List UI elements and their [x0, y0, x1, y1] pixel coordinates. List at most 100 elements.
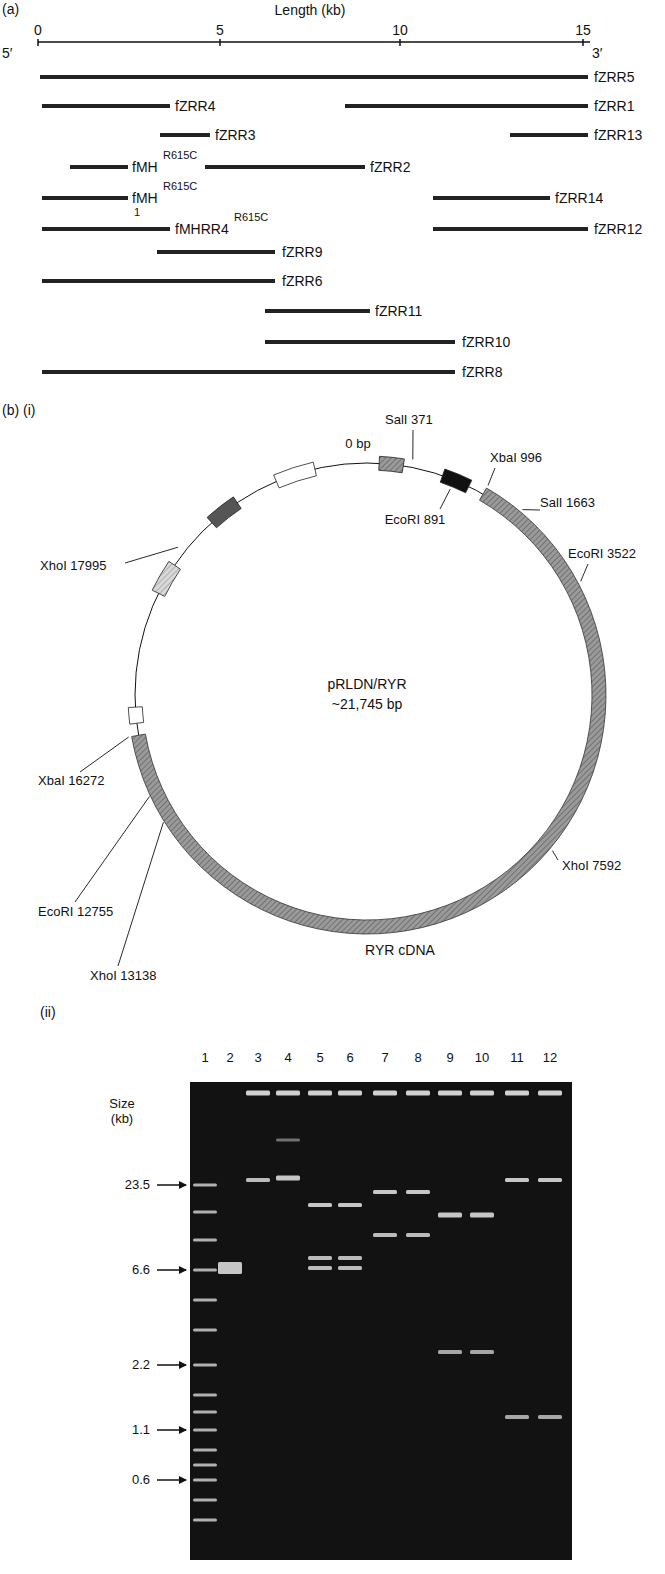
gel-band: [438, 1350, 462, 1354]
gel-band: [308, 1203, 332, 1207]
clone-bar: [40, 75, 588, 79]
figure-label: SalI 1663: [540, 496, 595, 511]
clone-bar: [42, 104, 170, 108]
clone-bar: [205, 165, 365, 169]
gel-band: [246, 1091, 270, 1096]
gel-band: [338, 1203, 362, 1207]
gel-image: [157, 1082, 572, 1560]
clone-bar: [265, 340, 455, 344]
axis-tick: [582, 39, 584, 46]
gel-band: [505, 1415, 529, 1419]
figure-label: RYR cDNA: [365, 942, 435, 958]
figure-label: 4: [284, 1051, 291, 1066]
size-arrow: [157, 1364, 186, 1366]
gel-band: [308, 1266, 332, 1270]
site-leader: [125, 547, 178, 563]
site-leader: [75, 796, 149, 902]
vector-element: [440, 469, 472, 493]
figure-label: R615C: [163, 149, 197, 162]
figure-label: fMHRR4: [175, 221, 229, 237]
figure-label: 7: [381, 1051, 388, 1066]
ryr-cdna-insert: [132, 488, 606, 934]
clone-bar: [157, 250, 275, 254]
clone-bar: [42, 279, 275, 283]
figure-label: fZRR1: [594, 98, 634, 114]
axis-tick: [219, 39, 221, 46]
gel-band: [470, 1091, 494, 1096]
clone-map: [38, 39, 590, 372]
figure-label: EcoRI 891: [385, 513, 446, 528]
figure-label: 6: [346, 1051, 353, 1066]
figure-label: 9: [446, 1051, 453, 1066]
gel-band: [246, 1178, 270, 1182]
figure-label: fMH: [132, 159, 158, 175]
clone-bar: [42, 196, 128, 200]
figure-label: 11: [510, 1051, 524, 1066]
figure-label: 3: [254, 1051, 261, 1066]
clone-bar: [42, 227, 170, 231]
gel-band: [438, 1091, 462, 1096]
figure-label: 3′: [592, 45, 602, 61]
figure-label: pRLDN/RYR: [327, 676, 406, 692]
clone-bar: [345, 104, 588, 108]
gel-band: [438, 1213, 462, 1218]
figure-label: fZRR10: [462, 334, 510, 350]
figure-label: fZRR12: [594, 221, 642, 237]
gel-band: [538, 1091, 562, 1096]
gel-band: [193, 1184, 217, 1187]
gel-band: [406, 1091, 430, 1096]
gel-band: [338, 1091, 362, 1096]
vector-element: [379, 456, 405, 472]
figure-label: XhoI 17995: [40, 559, 107, 574]
site-leader: [581, 564, 588, 581]
size-arrow: [157, 1479, 186, 1481]
figure-label: 15: [575, 22, 591, 38]
figure-label: EcoRI 3522: [568, 547, 636, 562]
figure-label: fZRR9: [282, 244, 322, 260]
clone-bar: [42, 370, 455, 374]
length-axis: [38, 41, 590, 43]
figure-label: 0 bp: [345, 437, 370, 452]
gel-band: [193, 1499, 217, 1502]
gel-band: [193, 1411, 217, 1414]
site-leader: [118, 822, 163, 966]
site-leader: [488, 468, 495, 485]
figure-label: 0.6: [132, 1473, 150, 1488]
clone-bar: [160, 133, 210, 137]
figure-label: XbaI 996: [490, 451, 542, 466]
figure-label: Size (kb): [100, 1097, 144, 1127]
figure-label: 8: [414, 1051, 421, 1066]
figure-label: 2.2: [132, 1358, 150, 1373]
figure-label: fZRR14: [555, 190, 603, 206]
gel-band: [193, 1464, 217, 1467]
figure-label: ~21,745 bp: [332, 696, 402, 712]
clone-bar: [433, 227, 588, 231]
site-leader: [523, 509, 540, 510]
gel: [190, 1082, 572, 1560]
axis-tick: [399, 39, 401, 46]
figure-label: fZRR5: [594, 69, 634, 85]
gel-band: [373, 1233, 397, 1237]
figure-label: (a): [2, 1, 19, 17]
figure-label: Length (kb): [275, 2, 346, 18]
figure-label: fMH: [132, 190, 158, 206]
axis-tick: [37, 39, 39, 46]
figure-label: 1: [134, 206, 140, 219]
clone-bar: [433, 196, 550, 200]
figure-label: 5: [216, 22, 224, 38]
gel-band: [373, 1190, 397, 1194]
figure-label: XhoI 7592: [562, 859, 621, 874]
clone-bar: [265, 309, 370, 313]
gel-band: [193, 1519, 217, 1522]
gel-band: [193, 1269, 217, 1272]
figure-label: R615C: [163, 180, 197, 193]
gel-band: [470, 1213, 494, 1218]
gel-band: [373, 1091, 397, 1096]
gel-band: [276, 1176, 300, 1181]
figure-label: 2: [226, 1051, 233, 1066]
gel-band: [193, 1429, 217, 1432]
figure-label: (ii): [40, 1004, 56, 1020]
figure-label: XbaI 16272: [38, 774, 105, 789]
size-arrow: [157, 1184, 186, 1186]
